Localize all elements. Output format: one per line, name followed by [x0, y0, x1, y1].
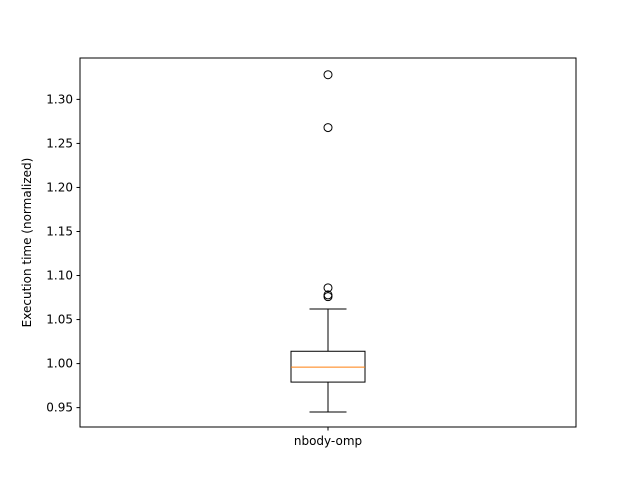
outlier-point — [323, 123, 333, 133]
x-tick-label: nbody-omp — [294, 434, 362, 448]
y-tick-label: 1.05 — [46, 313, 73, 327]
plot-frame — [79, 57, 577, 428]
y-tick-label: 1.20 — [46, 180, 73, 194]
outlier-point — [323, 70, 333, 80]
y-tick-label: 1.30 — [46, 92, 73, 106]
y-tick-label: 0.95 — [46, 401, 73, 415]
x-axis-ticks: nbody-omp — [294, 427, 362, 448]
plot-area — [80, 58, 576, 427]
y-axis-ticks: 0.95 1.00 1.05 1.10 1.15 1.20 1.25 1.30 — [46, 92, 80, 415]
y-tick-label: 1.10 — [46, 269, 73, 283]
chart-marks — [290, 70, 366, 413]
y-axis-label: Execution time (normalized) — [20, 158, 34, 328]
outlier-point — [323, 290, 333, 300]
y-tick-label: 1.00 — [46, 357, 73, 371]
y-tick-label: 1.25 — [46, 136, 73, 150]
y-tick-label: 1.15 — [46, 224, 73, 238]
outlier-point — [323, 283, 333, 293]
